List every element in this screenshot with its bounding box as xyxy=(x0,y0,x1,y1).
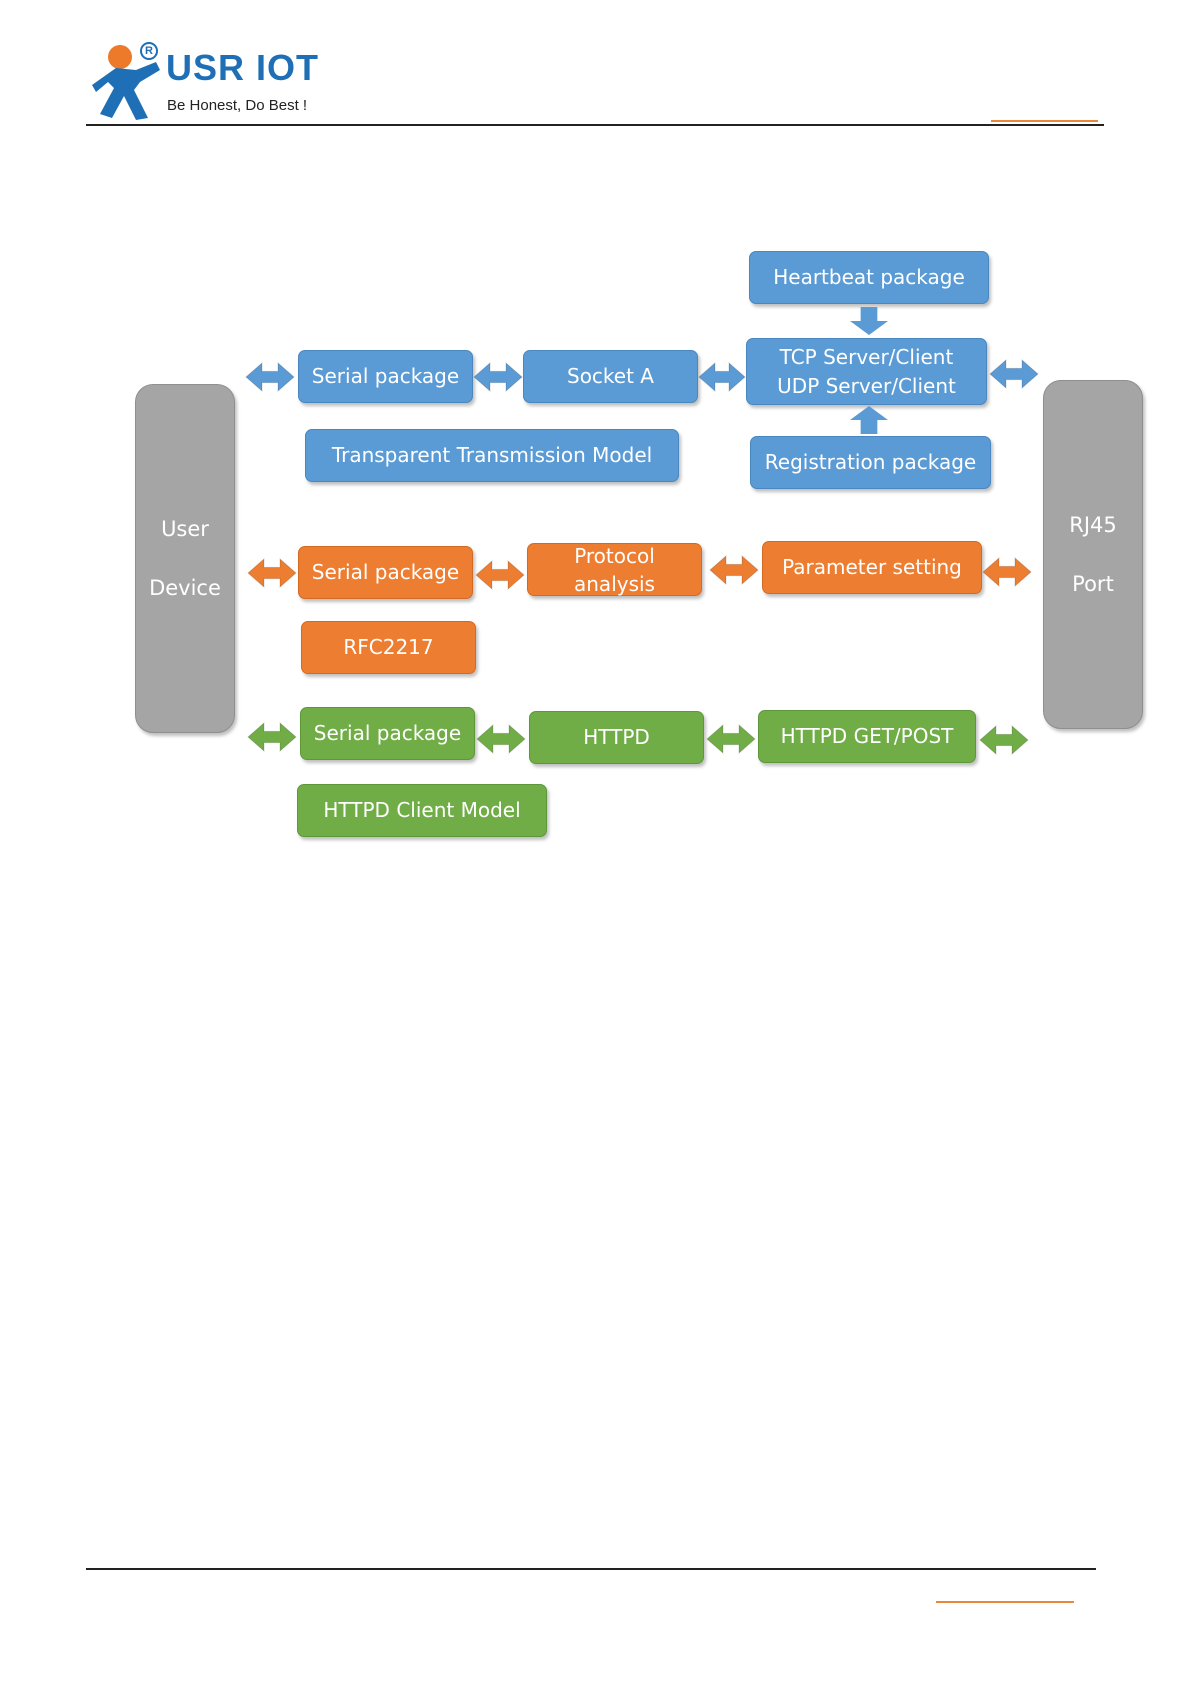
double-arrow-blue-1 xyxy=(246,363,294,391)
rj45-port-label-line2: Port xyxy=(1072,570,1114,599)
heartbeat-package-box: Heartbeat package xyxy=(749,251,989,304)
double-arrow-orange-2 xyxy=(476,561,524,589)
parameter-setting-box: Parameter setting xyxy=(762,541,982,594)
double-arrow-green-2 xyxy=(477,725,525,753)
double-arrow-green-3 xyxy=(707,725,755,753)
serial-package-box-blue: Serial package xyxy=(298,350,473,403)
header-accent-line xyxy=(991,120,1098,122)
tcp-udp-server-client-box: TCP Server/Client UDP Server/Client xyxy=(746,338,987,405)
transparent-transmission-model-box: Transparent Transmission Model xyxy=(305,429,679,482)
footer-accent-line xyxy=(936,1601,1074,1603)
double-arrow-blue-4 xyxy=(990,360,1038,388)
double-arrow-orange-4 xyxy=(983,558,1031,586)
double-arrow-green-1 xyxy=(248,723,296,751)
httpd-box: HTTPD xyxy=(529,711,704,764)
header-rule xyxy=(86,124,1104,126)
user-device-block: User Device xyxy=(135,384,235,733)
footer-rule xyxy=(86,1568,1096,1570)
rj45-port-block: RJ45 Port xyxy=(1043,380,1143,729)
serial-package-box-green: Serial package xyxy=(300,707,475,760)
registration-package-box: Registration package xyxy=(750,436,991,489)
registered-mark: R xyxy=(140,42,158,60)
slogan: Be Honest, Do Best ! xyxy=(167,97,307,114)
up-arrow-registration xyxy=(850,406,888,434)
serial-package-box-orange: Serial package xyxy=(298,546,473,599)
double-arrow-orange-3 xyxy=(710,556,758,584)
double-arrow-orange-1 xyxy=(248,559,296,587)
rfc2217-box: RFC2217 xyxy=(301,621,476,674)
user-device-label-line2: Device xyxy=(149,574,221,603)
user-device-label-line1: User xyxy=(161,515,209,544)
httpd-get-post-box: HTTPD GET/POST xyxy=(758,710,976,763)
double-arrow-green-4 xyxy=(980,726,1028,754)
rj45-port-label-line1: RJ45 xyxy=(1069,511,1117,540)
down-arrow-heartbeat xyxy=(850,307,888,335)
socket-a-box: Socket A xyxy=(523,350,698,403)
double-arrow-blue-2 xyxy=(474,363,522,391)
double-arrow-blue-3 xyxy=(699,363,745,391)
protocol-analysis-box: Protocol analysis xyxy=(527,543,702,596)
httpd-client-model-box: HTTPD Client Model xyxy=(297,784,547,837)
brand-name: USR IOT xyxy=(166,48,319,88)
